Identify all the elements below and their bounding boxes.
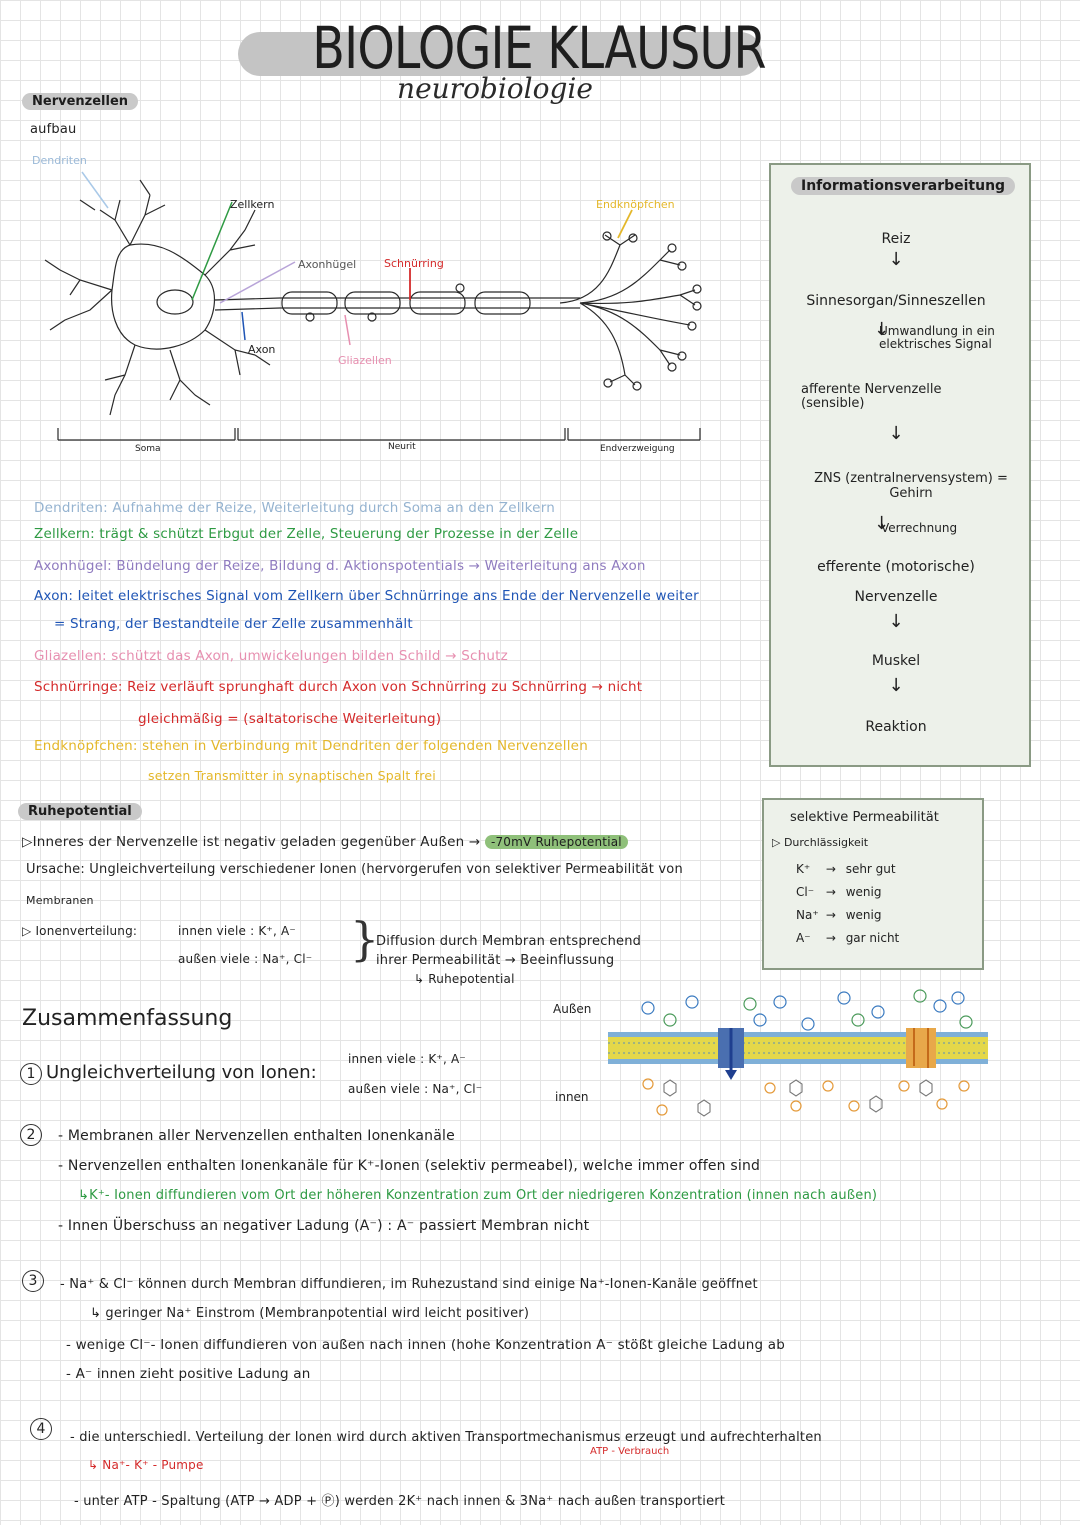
summary-p4b: ATP - Verbrauch: [590, 1446, 670, 1457]
perm-row: Cl⁻ → wenig: [796, 885, 882, 899]
section-heading-ruhepotential: Ruhepotential: [18, 803, 142, 820]
flow-muskel: Muskel: [871, 653, 921, 669]
subheading-aufbau: aufbau: [30, 122, 77, 137]
summary-p4c: ↳ Na⁺- K⁺ - Pumpe: [88, 1458, 204, 1472]
ruhe-outer: außen viele : Na⁺, Cl⁻: [178, 952, 313, 966]
summary-p4a: - die unterschiedl. Verteilung der Ionen…: [70, 1430, 822, 1445]
label-axonhuegel: Axonhügel: [298, 258, 357, 271]
summary-inner: innen viele : K⁺, A⁻: [348, 1052, 466, 1066]
nucleus: [156, 289, 194, 315]
permeability-box: selektive Permeabilität ▷ Durchlässigkei…: [762, 798, 984, 970]
summary-p3a: - Na⁺ & Cl⁻ können durch Membran diffund…: [60, 1277, 758, 1292]
label-gliazellen: Gliazellen: [338, 354, 392, 367]
label-axon: Axon: [248, 343, 276, 356]
summary-p3b: ↳ geringer Na⁺ Einstrom (Membranpotentia…: [90, 1306, 530, 1321]
flow-nervenzelle: Nervenzelle: [854, 589, 938, 605]
summary-p4d: - unter ATP - Spaltung (ATP → ADP + Ⓟ) w…: [74, 1494, 726, 1509]
flow-arrow: ↓: [888, 423, 904, 444]
perm-row: A⁻ → gar nicht: [796, 931, 900, 945]
ruhe-line2: Ursache: Ungleichverteilung verschiedene…: [26, 862, 683, 877]
section-heading-nervenzellen: Nervenzellen: [22, 93, 139, 110]
flow-umwandlung: Umwandlung in ein elektrisches Signal: [879, 324, 995, 351]
label-neurit: Neurit: [388, 442, 416, 452]
ruhe-ionenverteilung: ▷ Ionenverteilung:: [22, 924, 138, 938]
summary-p3d: - A⁻ innen zieht positive Ladung an: [66, 1366, 311, 1382]
flow-arrow: ↓: [874, 513, 890, 534]
flow-reaktion: Reaktion: [865, 719, 927, 735]
label-dendriten: Dendriten: [32, 154, 87, 167]
desc-schnuerringe: Schnürringe: Reiz verläuft sprunghaft du…: [34, 679, 643, 695]
summary-p2b: - Nervenzellen enthalten Ionenkanäle für…: [58, 1158, 761, 1174]
info-box-heading: Informationsverarbeitung: [791, 177, 1016, 195]
summary-outer: außen viele : Na⁺, Cl⁻: [348, 1082, 483, 1096]
number-circle-4: 4: [30, 1418, 52, 1440]
summary-p2d: - Innen Überschuss an negativer Ladung (…: [58, 1218, 590, 1234]
ruhe-line1: ▷Inneres der Nervenzelle ist negativ gel…: [22, 834, 628, 850]
label-endverzweigung: Endverzweigung: [600, 444, 675, 454]
ruhe-diffusion2: ihrer Permeabilität → Beeinflussung: [376, 953, 615, 968]
label-soma: Soma: [135, 444, 161, 454]
flow-verrechnung: Verrechnung: [881, 521, 958, 535]
desc-axon: Axon: leitet elektrisches Signal vom Zel…: [34, 588, 699, 604]
neuron-diagram: [44, 171, 702, 441]
perm-row: Na⁺ → wenig: [796, 908, 882, 922]
flow-afferente: afferente Nervenzelle (sensible): [801, 382, 942, 411]
info-box: Informationsverarbeitung Reiz ↓ Sinnesor…: [769, 163, 1031, 767]
flow-reiz: Reiz: [881, 231, 911, 247]
desc-schnuerringe-2: gleichmäßig = (saltatorische Weiterleitu…: [138, 711, 442, 727]
desc-endknoepfchen: Endknöpfchen: stehen in Verbindung mit D…: [34, 738, 588, 754]
desc-zellkern: Zellkern: trägt & schützt Erbgut der Zel…: [34, 526, 579, 542]
permeability-sub: ▷ Durchlässigkeit: [772, 836, 869, 849]
desc-axon-2: = Strang, der Bestandteile der Zelle zus…: [54, 616, 413, 632]
membrane-label-outside: Außen: [553, 1002, 592, 1016]
ruhe-diffusion1: Diffusion durch Membran entsprechend: [376, 934, 642, 949]
flow-efferente: efferente (motorische): [817, 559, 975, 575]
permeability-heading: selektive Permeabilität: [790, 810, 939, 825]
ruhe-diffusion3: ↳ Ruhepotential: [414, 972, 515, 986]
number-circle-2: 2: [20, 1124, 42, 1146]
ruhe-line3: Membranen: [26, 894, 94, 907]
summary-heading: Zusammenfassung: [22, 1006, 233, 1031]
flow-arrow: ↓: [888, 249, 904, 270]
flow-arrow: ↓: [888, 611, 904, 632]
title-highlight: [238, 32, 762, 76]
membrane-label-inside: innen: [555, 1090, 589, 1104]
number-circle-3: 3: [22, 1270, 44, 1292]
desc-endknoepfchen-2: setzen Transmitter in synaptischen Spalt…: [148, 768, 436, 783]
flow-sinnesorgan: Sinnesorgan/Sinneszellen: [806, 293, 986, 309]
summary-p3c: - wenige Cl⁻- Ionen diffundieren von auß…: [66, 1337, 785, 1353]
desc-gliazellen: Gliazellen: schützt das Axon, umwickelun…: [34, 648, 508, 664]
label-schnuerring: Schnürring: [384, 257, 444, 270]
summary-p2c: ↳K⁺- Ionen diffundieren vom Ort der höhe…: [78, 1188, 878, 1203]
flow-arrow: ↓: [888, 675, 904, 696]
number-circle-1: 1: [20, 1063, 42, 1085]
flow-zns: ZNS (zentralnervensystem) = Gehirn: [814, 471, 1008, 501]
desc-axonhuegel: Axonhügel: Bündelung der Reize, Bildung …: [34, 558, 646, 574]
page-title: BIOLOGIE KLAUSUR: [312, 14, 766, 82]
membrane-diagram: [608, 989, 988, 1117]
perm-row: K⁺ → sehr gut: [796, 862, 896, 876]
brace: }: [350, 912, 380, 966]
flow-arrow: ↓: [874, 319, 890, 340]
label-endknoepfchen: Endknöpfchen: [596, 198, 675, 211]
page-subtitle: neurobiologie: [397, 72, 593, 105]
ruhe-inner: innen viele : K⁺, A⁻: [178, 924, 296, 938]
summary-p2a: - Membranen aller Nervenzellen enthalten…: [58, 1128, 455, 1144]
desc-dendriten: Dendriten: Aufnahme der Reize, Weiterlei…: [34, 500, 555, 516]
label-zellkern: Zellkern: [230, 198, 275, 211]
